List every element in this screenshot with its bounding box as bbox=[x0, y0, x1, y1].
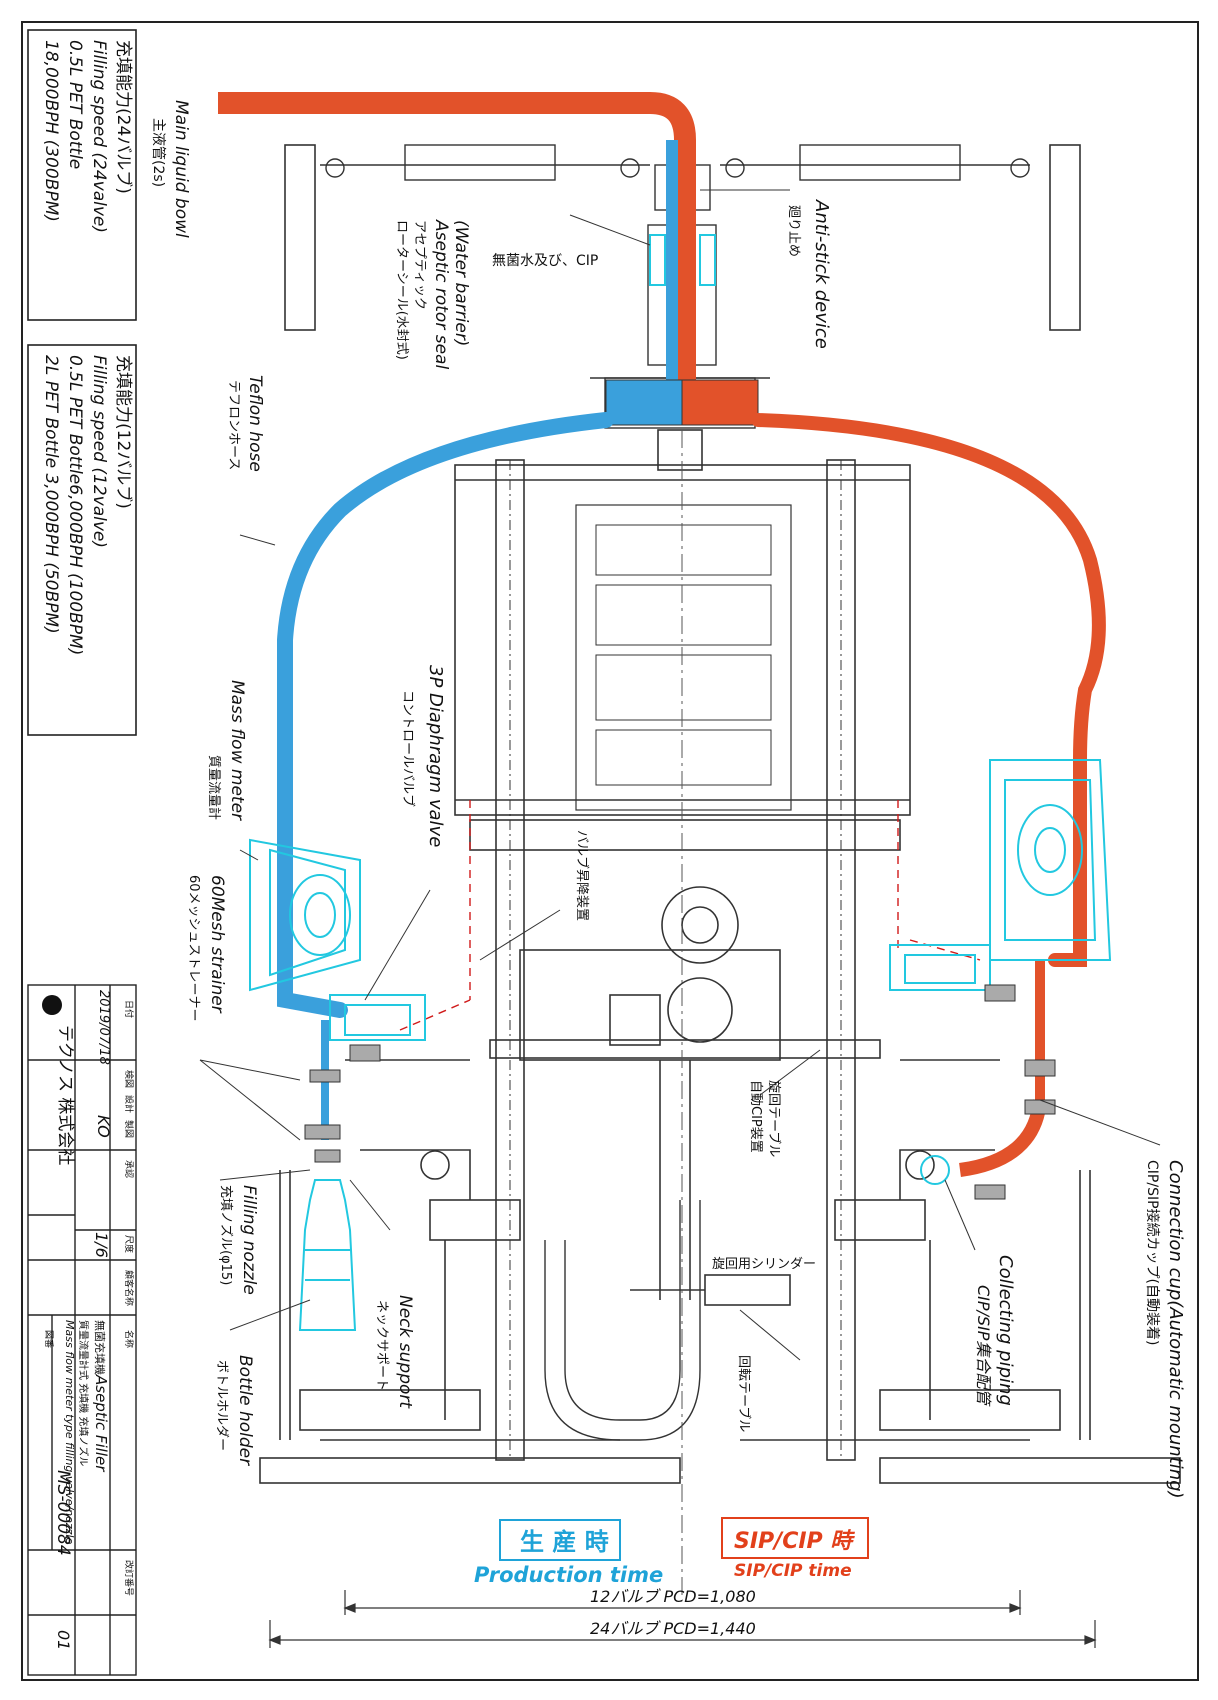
production-legend-en: Production time bbox=[474, 1563, 663, 1587]
main-header-pipe-red bbox=[218, 92, 696, 420]
sip-legend-jp: SIP/CIP 時 bbox=[734, 1529, 855, 1554]
tb-drawing-no: MS-00084 bbox=[53, 1470, 73, 1556]
spec12-line3: 0.5L PET Bottle6,000BPH (100BPM) bbox=[65, 355, 85, 655]
tb-name-jp: 無菌充填機 bbox=[93, 1320, 107, 1375]
label-rotary-cylinder: 旋回用シリンダー bbox=[712, 1257, 816, 1272]
pcd-12-valve: 12バルブ PCD=1,080 bbox=[590, 1587, 756, 1606]
label-valve-lift-jp: バルブ昇降装置 bbox=[574, 830, 590, 921]
spec24-line3: 0.5L PET Bottle bbox=[65, 40, 85, 169]
spec-box-12-frame bbox=[27, 344, 137, 736]
spec12-line2: Filling speed (12valve) bbox=[89, 355, 109, 548]
tb-h-check: 検図 bbox=[123, 1070, 135, 1088]
spec-box-24-frame bbox=[27, 29, 137, 321]
label-rotor-seal-jp: アセプティック bbox=[412, 220, 427, 310]
label-rotating-table: 回転テーブル bbox=[736, 1355, 752, 1432]
water-barrier bbox=[649, 234, 716, 286]
tb-h-name: 名称 bbox=[123, 1330, 135, 1348]
label-main-bowl: Main liquid bowl bbox=[171, 100, 191, 238]
spec12-line4: 2L PET Bottle 3,000BPH (50BPM) bbox=[41, 355, 61, 634]
label-bottle-holder-jp: ボトルホルダー bbox=[214, 1360, 229, 1451]
label-diaphragm-valve: 3P Diaphragm valve bbox=[425, 665, 446, 847]
valve-clusters bbox=[304, 984, 1056, 1200]
tb-h-customer: 顧客名称 bbox=[123, 1270, 135, 1306]
manifold-red bbox=[681, 379, 759, 426]
spec24-line2: Filling speed (24valve) bbox=[89, 40, 109, 233]
tb-h-design: 設計 bbox=[123, 1095, 135, 1113]
tb-h-dwgno: 図番 bbox=[43, 1330, 55, 1348]
sheet-border bbox=[21, 21, 1199, 1681]
label-strainer-jp: 60メッシュストレーナー bbox=[186, 875, 201, 1022]
label-teflon-hose: Teflon hose bbox=[245, 375, 265, 472]
production-legend-jp: 生 産 時 bbox=[520, 1528, 609, 1556]
tb-h-draw: 製図 bbox=[123, 1120, 135, 1138]
hose-red bbox=[751, 413, 1106, 967]
sip-legend-box bbox=[721, 1517, 869, 1559]
cyan-components bbox=[249, 759, 1112, 1331]
label-filling-nozzle: Filling nozzle bbox=[239, 1185, 259, 1295]
tb-scale: 1/6 bbox=[92, 1232, 111, 1258]
label-mass-flow-meter: Mass flow meter bbox=[227, 680, 247, 821]
label-mass-flow-meter-jp: 質量流量計 bbox=[206, 755, 222, 820]
label-main-bowl-jp: 主液管(2s) bbox=[150, 118, 166, 187]
label-neck-support-jp: ネックサポート bbox=[374, 1300, 389, 1391]
tb-date: 2019/07/18 bbox=[96, 990, 111, 1065]
title-block-lines bbox=[27, 984, 137, 1676]
sip-legend-en: SIP/CIP time bbox=[734, 1561, 852, 1581]
machine-frame bbox=[259, 144, 1181, 1484]
spec24-line1: 充填能力(24バルブ) bbox=[113, 40, 134, 194]
manifold-blue bbox=[605, 379, 683, 426]
tb-drawn-by: KO bbox=[94, 1115, 113, 1138]
label-neck-support: Neck support bbox=[395, 1295, 415, 1409]
label-bottle-holder: Bottle holder bbox=[235, 1355, 255, 1466]
label-diaphragm-valve-jp: コントロールバルブ bbox=[400, 690, 416, 807]
tb-company: テクノス 株式会社 bbox=[55, 1025, 75, 1165]
spec-box-24: 充填能力(24バルブ) Filling speed (24valve) 0.5L… bbox=[41, 40, 134, 233]
teflon-hose-blue bbox=[277, 412, 614, 1018]
tb-sub-jp: 質量流量計式 充填機 充填ノズル bbox=[77, 1320, 90, 1466]
label-teflon-hose-jp: テフロンホース bbox=[226, 380, 241, 470]
spec24-line4: 18,000BPH (300BPM) bbox=[41, 40, 61, 222]
spec-box-12: 充填能力(12バルブ) Filling speed (12valve) 0.5L… bbox=[41, 355, 134, 655]
label-collecting-piping: Collecting piping bbox=[995, 1255, 1016, 1406]
tb-h-date: 日付 bbox=[123, 1000, 134, 1018]
label-collecting-piping-jp: CIP/SIP集合配管 bbox=[974, 1285, 993, 1407]
label-connection-cup: Connection cup(Automatic mounting) bbox=[1165, 1160, 1186, 1499]
label-sterile-water-cip: 無菌水及び、CIP bbox=[492, 253, 598, 269]
label-water-barrier: (Water barrier) bbox=[451, 220, 471, 346]
leader-lines bbox=[199, 189, 1161, 1361]
label-connection-cup-jp: CIP/SIP接続カップ(自動装着) bbox=[1144, 1160, 1161, 1345]
spec12-line1: 充填能力(12バルブ) bbox=[113, 355, 134, 509]
company-logo bbox=[42, 995, 62, 1015]
pcd-dimension-lines bbox=[268, 1590, 1097, 1648]
tb-revision: 01 bbox=[54, 1630, 73, 1650]
label-rotary-table-cip-1: 旋回テーブル bbox=[766, 1080, 782, 1157]
label-anti-stick: Anti-stick device bbox=[811, 199, 832, 349]
tb-sub-en: Mass flow meter type filling valve/nozzl… bbox=[63, 1320, 76, 1544]
label-filling-nozzle-jp: 充填ノズル(φ15) bbox=[218, 1185, 234, 1285]
tb-name-en: Aseptic Filler bbox=[92, 1374, 110, 1472]
label-rotary-table-cip-2: 自動CIP装置 bbox=[748, 1080, 763, 1153]
tb-h-scale: 尺度 bbox=[123, 1235, 135, 1253]
label-anti-stick-jp: 廻り止め bbox=[786, 205, 801, 257]
label-rotor-seal-jp2: ローターシール(水封式) bbox=[394, 220, 409, 360]
pcd-24-valve: 24バルブ PCD=1,440 bbox=[590, 1619, 756, 1638]
red-dashed-signals bbox=[399, 800, 981, 1031]
tb-h-rev: 改訂番号 bbox=[123, 1560, 135, 1596]
label-rotor-seal: Aseptic rotor seal bbox=[431, 219, 451, 369]
label-strainer: 60Mesh strainer bbox=[207, 875, 227, 1014]
tb-h-approve: 承認 bbox=[123, 1160, 135, 1178]
production-legend-box bbox=[499, 1519, 621, 1561]
